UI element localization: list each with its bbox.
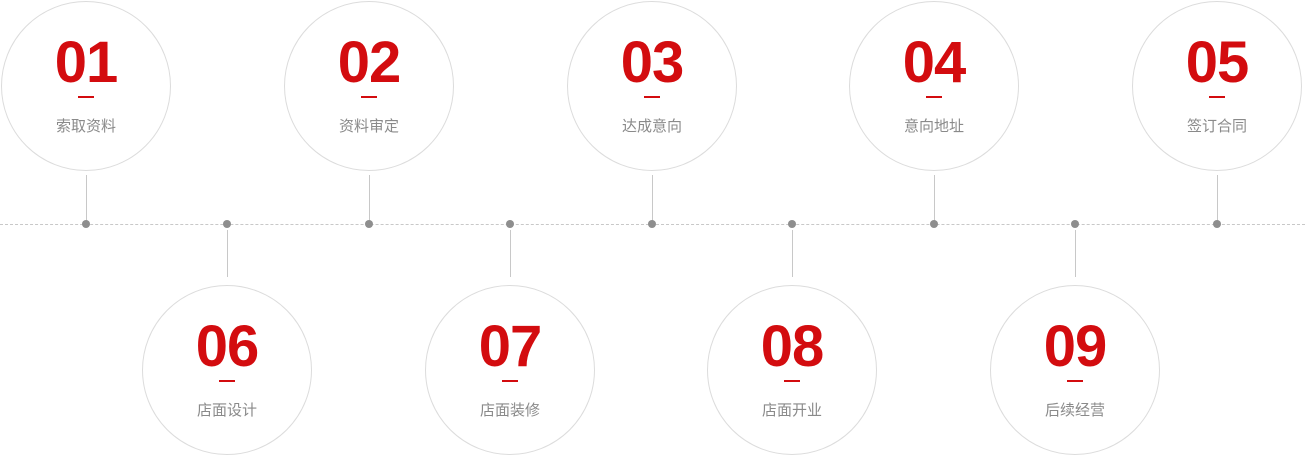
timeline-dot — [1213, 220, 1221, 228]
step-number: 03 — [620, 30, 685, 95]
connector-line — [86, 175, 87, 222]
step-circle: 04 意向地址 — [849, 1, 1019, 171]
step-circle: 01 索取资料 — [1, 1, 171, 171]
step-circle: 02 资料审定 — [284, 1, 454, 171]
timeline-dot — [365, 220, 373, 228]
step-label: 店面设计 — [196, 401, 257, 419]
step-number: 08 — [760, 314, 825, 379]
step-label: 意向地址 — [903, 117, 964, 135]
step-label: 签订合同 — [1186, 117, 1247, 135]
connector-line — [1075, 230, 1076, 277]
step-label: 后续经营 — [1044, 401, 1105, 419]
timeline-dot — [930, 220, 938, 228]
accent-dash — [644, 96, 660, 98]
connector-line — [652, 175, 653, 222]
connector-line — [792, 230, 793, 277]
connector-line — [369, 175, 370, 222]
step-number: 01 — [54, 30, 119, 95]
timeline-dot — [223, 220, 231, 228]
step-label: 资料审定 — [338, 117, 399, 135]
accent-dash — [1209, 96, 1225, 98]
step-number: 02 — [337, 30, 402, 95]
step-label: 店面开业 — [761, 401, 822, 419]
accent-dash — [784, 380, 800, 382]
accent-dash — [926, 96, 942, 98]
accent-dash — [219, 380, 235, 382]
step-circle: 06 店面设计 — [142, 285, 312, 455]
step-number: 09 — [1043, 314, 1108, 379]
step-label: 达成意向 — [621, 117, 682, 135]
step-circle: 03 达成意向 — [567, 1, 737, 171]
timeline-dot — [1071, 220, 1079, 228]
step-number: 07 — [478, 314, 543, 379]
accent-dash — [361, 96, 377, 98]
step-number: 04 — [902, 30, 967, 95]
accent-dash — [502, 380, 518, 382]
step-number: 06 — [195, 314, 260, 379]
step-circle: 07 店面装修 — [425, 285, 595, 455]
timeline-dot — [82, 220, 90, 228]
connector-line — [1217, 175, 1218, 222]
connector-line — [510, 230, 511, 277]
step-label: 店面装修 — [479, 401, 540, 419]
connector-line — [227, 230, 228, 277]
step-circle: 08 店面开业 — [707, 285, 877, 455]
step-number: 05 — [1185, 30, 1250, 95]
connector-line — [934, 175, 935, 222]
step-circle: 09 后续经营 — [990, 285, 1160, 455]
step-circle: 05 签订合同 — [1132, 1, 1302, 171]
timeline-dot — [788, 220, 796, 228]
timeline-dot — [648, 220, 656, 228]
timeline-dot — [506, 220, 514, 228]
accent-dash — [1067, 380, 1083, 382]
accent-dash — [78, 96, 94, 98]
step-label: 索取资料 — [55, 117, 116, 135]
